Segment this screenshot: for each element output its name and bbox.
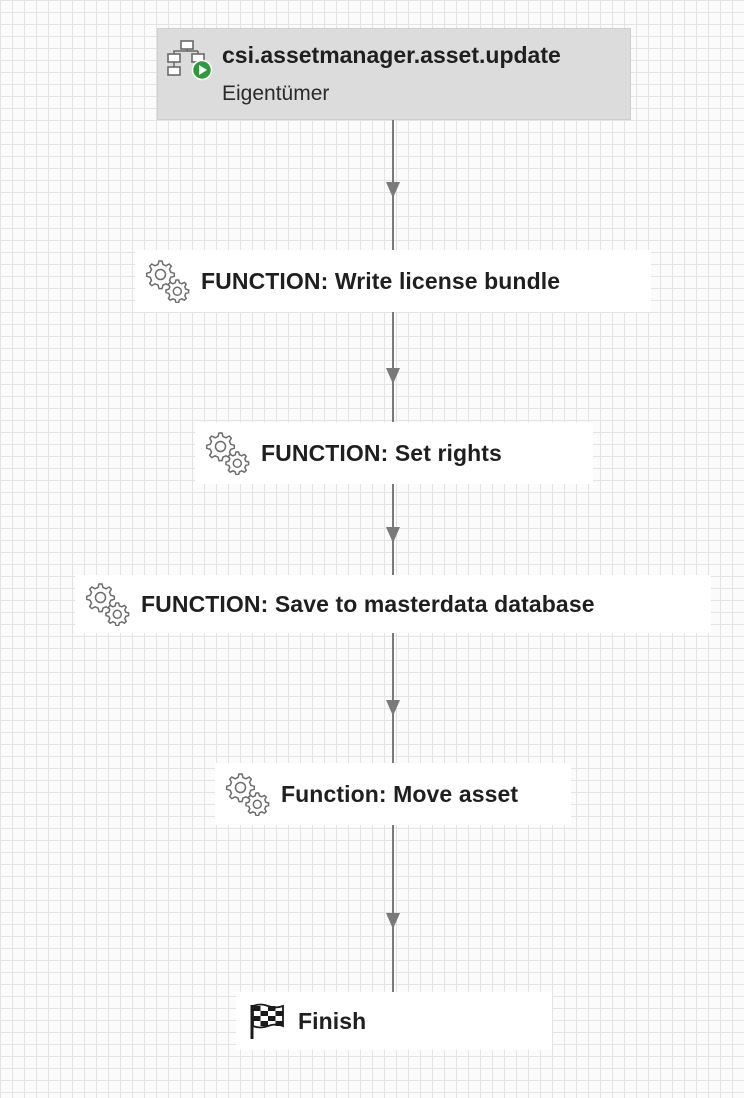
- gears-icon: [205, 431, 251, 475]
- gears-icon: [225, 772, 271, 816]
- connector-arrowhead: [386, 182, 400, 198]
- step-label: FUNCTION: Write license bundle: [201, 267, 561, 294]
- step-node-move-asset[interactable]: Function: Move asset: [215, 763, 571, 825]
- step-node-set-rights[interactable]: FUNCTION: Set rights: [195, 422, 593, 484]
- step-label: Function: Move asset: [281, 780, 519, 807]
- gears-icon: [85, 582, 131, 626]
- step-node-write-license-bundle[interactable]: FUNCTION: Write license bundle: [135, 250, 651, 312]
- connector-arrowhead: [386, 700, 400, 716]
- workflow-start-icon: [166, 39, 214, 86]
- start-node-subtitle: Eigentümer: [222, 82, 330, 105]
- checkered-flag-icon: [248, 1001, 286, 1041]
- step-node-save-to-masterdata-database[interactable]: FUNCTION: Save to masterdata database: [75, 575, 711, 633]
- finish-label: Finish: [298, 1007, 367, 1034]
- connector-arrowhead: [386, 527, 400, 543]
- start-node-title: csi.assetmanager.asset.update: [222, 42, 561, 68]
- gears-icon: [145, 259, 191, 303]
- start-node[interactable]: csi.assetmanager.asset.update Eigentümer: [157, 28, 631, 120]
- step-label: FUNCTION: Set rights: [261, 439, 502, 466]
- step-label: FUNCTION: Save to masterdata database: [141, 590, 595, 617]
- connector-arrowhead: [386, 913, 400, 929]
- connector-arrowhead: [386, 368, 400, 384]
- finish-node[interactable]: Finish: [236, 992, 552, 1050]
